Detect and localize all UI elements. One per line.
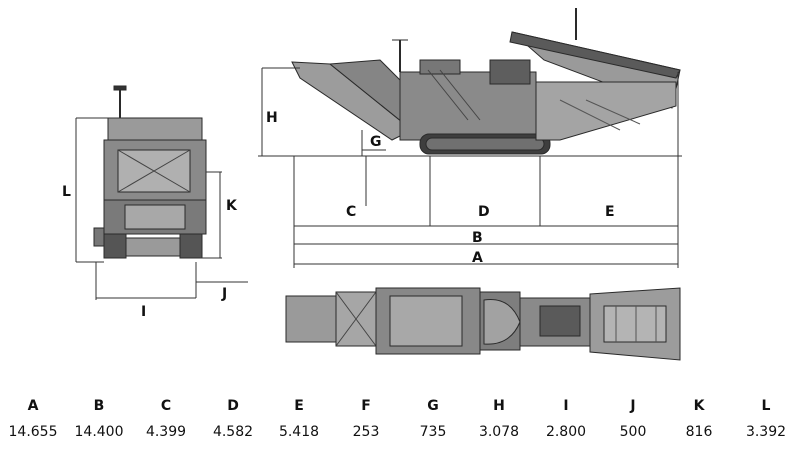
dimension-label-k: K [226,198,238,214]
spec-header-h: H [493,398,505,414]
dimension-label-i: I [141,304,146,320]
side-view-dimension-lines [258,67,682,268]
spec-header-g: G [427,398,439,414]
spec-value-f: 253 [352,424,380,440]
spec-value-l: 3.392 [745,424,787,440]
front-view-drawing [93,85,207,259]
spec-header-l: L [761,398,771,414]
dimension-label-l: L [62,184,71,200]
spec-header-e: E [294,398,304,414]
dimension-label-b: B [472,230,483,246]
spec-header-d: D [227,398,239,414]
spec-value-j: 500 [619,424,647,440]
spec-header-k: K [693,398,705,414]
spec-header-c: C [160,398,172,414]
spec-header-f: F [361,398,371,414]
spec-header-j: J [630,398,636,414]
machine-dimension-diagram: L K J I H G C D E B A [62,8,682,361]
spec-value-i: 2.800 [545,424,587,440]
top-view-drawing [285,287,681,361]
spec-header-i: I [563,398,569,414]
dimension-label-c: C [346,204,356,220]
dimension-label-a: A [472,250,483,266]
spec-value-a: 14.655 [8,424,58,440]
spec-table-header-row: A B C D E F G H I J K L [0,398,800,422]
spec-value-g: 735 [419,424,447,440]
spec-table-value-row: 14.655 14.400 4.399 4.582 5.418 253 735 … [0,424,800,448]
dimension-label-h: H [266,110,278,126]
dimension-label-j: J [221,286,227,302]
spec-header-b: B [93,398,105,414]
spec-value-k: 816 [685,424,713,440]
spec-value-b: 14.400 [74,424,124,440]
dimension-label-e: E [605,204,615,220]
spec-value-e: 5.418 [278,424,320,440]
spec-header-a: A [27,398,39,414]
side-view-drawing [291,8,681,155]
spec-value-h: 3.078 [478,424,520,440]
dimension-label-d: D [478,204,490,220]
dimension-label-g: G [370,134,382,150]
front-view-dimension-lines [75,117,248,300]
spec-value-d: 4.582 [212,424,254,440]
spec-value-c: 4.399 [145,424,187,440]
